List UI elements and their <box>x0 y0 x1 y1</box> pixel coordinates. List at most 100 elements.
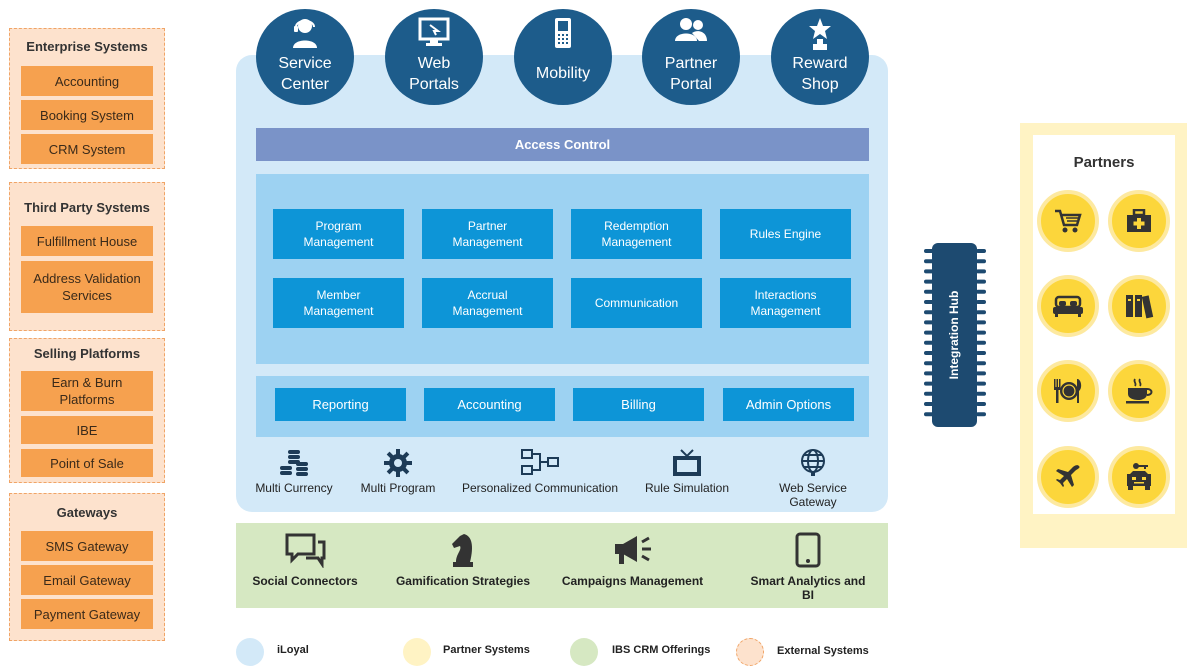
hub-pin <box>924 391 934 396</box>
hub-pin <box>976 340 986 345</box>
agent-icon <box>293 19 317 48</box>
partner-cart <box>1037 190 1099 252</box>
legend-swatch-external-systems <box>736 638 764 666</box>
hub-pin <box>924 371 934 376</box>
reporting-box: Reporting <box>275 388 406 421</box>
feature-label: Multi Program <box>360 481 436 495</box>
external-item: CRM System <box>21 134 153 164</box>
gateways-group: Gateways SMS Gateway Email Gateway Payme… <box>9 493 165 641</box>
offering-label: Social Connectors <box>252 574 358 588</box>
partner-cafe <box>1108 360 1170 422</box>
chat-icon <box>285 533 326 568</box>
group-title: Third Party Systems <box>24 200 150 215</box>
billing-box: Billing <box>573 388 704 421</box>
chess-knight-icon <box>452 534 473 567</box>
feature-label: Web Service Gateway <box>779 481 847 509</box>
integration-hub <box>932 243 977 427</box>
hub-pin <box>976 269 986 274</box>
partners-title: Partners <box>1073 154 1135 171</box>
module-label: Program Management <box>303 219 374 249</box>
group-title: Enterprise Systems <box>26 39 148 54</box>
group-title: Selling Platforms <box>33 346 141 361</box>
external-item: Address Validation Services <box>21 261 153 313</box>
offering-campaigns-management: Campaigns Management <box>560 532 705 588</box>
module-communication: Communication <box>571 278 702 328</box>
module-member-management: Member Management <box>273 278 404 328</box>
hub-pin <box>924 402 934 406</box>
hub-pin <box>924 381 934 386</box>
feature-label: Rule Simulation <box>644 481 730 495</box>
coins-icon <box>280 450 308 476</box>
integration-hub-connectors <box>924 249 986 417</box>
books-icon <box>1126 295 1154 319</box>
partner-dining <box>1037 360 1099 422</box>
module-label: Partner Management <box>452 219 523 249</box>
hub-pin <box>924 320 934 325</box>
monitor-icon <box>418 17 450 46</box>
module-label: Redemption Management <box>601 219 672 249</box>
hub-pin <box>976 402 986 406</box>
channel-web-portals: Web Portals <box>385 9 483 105</box>
external-item: Earn & Burn Platforms <box>21 371 153 411</box>
external-item-label: Earn & Burn Platforms <box>51 375 123 407</box>
network-icon <box>521 449 559 475</box>
module-interactions-management: Interactions Management <box>720 278 851 328</box>
feature-personalized-communication: Personalized Communication <box>460 448 620 495</box>
hub-pin <box>924 300 934 304</box>
medical-kit-icon <box>1127 209 1151 232</box>
accounting-box: Accounting <box>424 388 555 421</box>
integration-hub-label: Integration Hub <box>947 290 961 380</box>
phone-icon <box>555 18 571 48</box>
channel-label: Web Portals <box>409 55 459 93</box>
module-label: Interactions Management <box>750 288 821 318</box>
partner-airline <box>1037 446 1099 508</box>
core-modules-area <box>256 174 869 364</box>
partner-books <box>1108 275 1170 337</box>
coffee-icon <box>1126 378 1153 404</box>
channel-label: Reward Shop <box>792 55 848 93</box>
external-item: Email Gateway <box>21 565 153 595</box>
legend-label: iLoyal <box>277 644 309 656</box>
external-item: Payment Gateway <box>21 599 153 629</box>
hub-pin <box>924 330 934 335</box>
legend-swatch-partner-systems <box>403 638 431 666</box>
offering-label: Gamification Strategies <box>395 574 531 588</box>
group-title: Gateways <box>56 505 118 520</box>
offering-label: Smart Analytics and BI <box>750 574 866 602</box>
external-item: Fulfillment House <box>21 226 153 256</box>
module-redemption-management: Redemption Management <box>571 209 702 259</box>
cart-icon <box>1055 209 1082 233</box>
megaphone-icon <box>614 536 651 564</box>
crm-offerings-band <box>236 523 888 608</box>
hub-pin <box>924 361 934 366</box>
partner-car-rental <box>1108 446 1170 508</box>
legend-label: IBS CRM Offerings <box>612 644 711 656</box>
hub-pin <box>924 412 934 417</box>
module-label: Communication <box>594 296 679 310</box>
hub-pin <box>924 279 934 284</box>
external-item-label: Address Validation Services <box>33 271 141 303</box>
module-label: Accrual Management <box>452 288 523 318</box>
feature-multi-program: Multi Program <box>358 448 438 495</box>
offering-smart-analytics: Smart Analytics and BI <box>743 532 873 602</box>
legend-swatch-crm-offerings <box>570 638 598 666</box>
hub-pin <box>924 310 934 315</box>
access-control-bar: Access Control <box>256 128 869 161</box>
legend-swatch-iloyal <box>236 638 264 666</box>
hub-pin <box>976 381 986 386</box>
tv-icon <box>673 449 701 476</box>
module-program-management: Program Management <box>273 209 404 259</box>
legend-label: External Systems <box>777 645 869 657</box>
gear-icon <box>384 449 412 477</box>
channel-label: Service Center <box>278 55 332 93</box>
offering-social-connectors: Social Connectors <box>248 532 362 588</box>
channel-label: Mobility <box>535 65 591 82</box>
hub-pin <box>976 330 986 335</box>
external-item: Booking System <box>21 100 153 130</box>
hub-pin <box>924 259 934 264</box>
hub-pin <box>976 361 986 366</box>
hub-pin <box>976 279 986 284</box>
hub-pin <box>976 371 986 376</box>
offering-label: Campaigns Management <box>561 574 704 588</box>
hub-pin <box>924 340 934 345</box>
